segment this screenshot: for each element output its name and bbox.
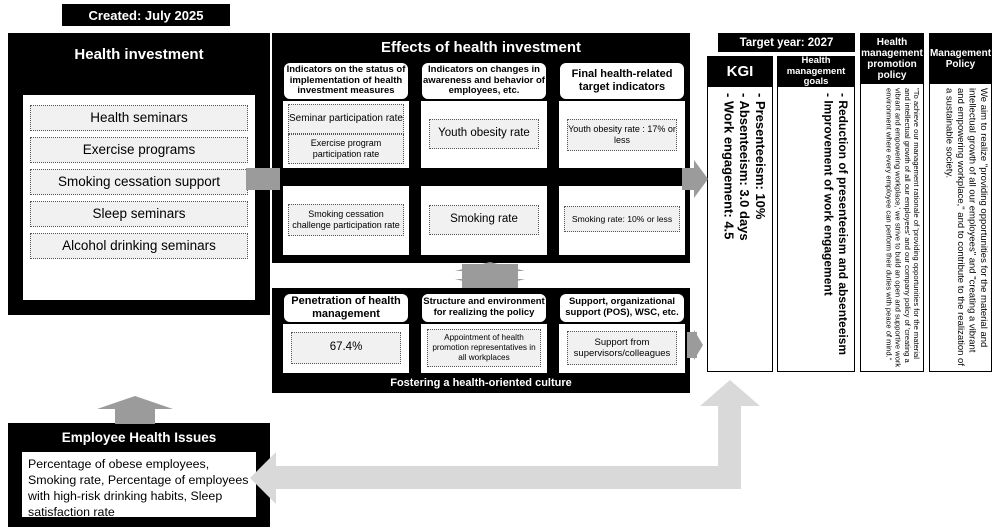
health-investment-item-2[interactable]: Smoking cessation support <box>30 169 248 195</box>
penetration-column-header-1: Structure and environment for realizing … <box>421 293 547 323</box>
effects-bottom-cell-1: Smoking rate <box>421 186 547 255</box>
effects-target-smoking-rate[interactable]: Smoking rate: 10% or less <box>564 206 680 232</box>
effects-column-header-0: Indicators on the status of implementati… <box>283 62 409 100</box>
employee-health-issues-title: Employee Health Issues <box>61 430 217 446</box>
effects-bottom-cell-2: Smoking rate: 10% or less <box>559 186 685 255</box>
penetration-column-header-2-label: Support, organizational support (POS), W… <box>565 296 679 318</box>
management-policy-header: Management Policy <box>930 34 991 84</box>
effects-target-youth-obesity-rate[interactable]: Youth obesity rate : 17% or less <box>567 119 677 151</box>
created-date-banner: Created: July 2025 <box>62 4 230 26</box>
effects-top-cell-0: Seminar participation rate Exercise prog… <box>283 101 409 168</box>
arrow-effects-to-kgi-head-icon <box>694 160 708 198</box>
effects-indicator-seminar-participation[interactable]: Seminar participation rate <box>288 104 404 134</box>
arrow-penetration-to-kgi-shaft-icon <box>687 332 697 358</box>
health-management-goals-column: Health management goals - Reduction of p… <box>777 55 855 372</box>
effects-column-header-2-label: Final health-related target indicators <box>571 68 673 93</box>
management-policy-body: We aim to realize "providing opportuniti… <box>930 84 991 379</box>
arrow-issues-to-investment-shaft-icon <box>115 408 155 424</box>
effects-indicator-smoking-rate[interactable]: Smoking rate <box>429 205 539 235</box>
health-investment-title: Health investment <box>74 45 204 63</box>
health-management-promotion-policy-column: Health management promotion policy "To a… <box>860 33 924 372</box>
arrow-penetration-to-kgi-head-icon <box>694 330 703 360</box>
penetration-value-health-management[interactable]: 67.4% <box>291 332 401 364</box>
effects-column-header-2: Final health-related target indicators <box>559 62 685 100</box>
health-investment-item-3[interactable]: Sleep seminars <box>30 201 248 227</box>
health-management-goals-header: Health management goals <box>778 55 854 87</box>
penetration-column-header-0: Penetration of health management <box>283 293 409 323</box>
target-year-banner: Target year: 2027 <box>718 33 855 52</box>
effects-bottom-cell-0: Smoking cessation challenge participatio… <box>283 186 409 255</box>
penetration-body-1: Appointment of health promotion represen… <box>421 324 547 373</box>
management-policy-column: Management Policy We aim to realize "pro… <box>929 33 992 372</box>
kgi-body: - Presenteeism: 10% - Absenteeism: 3.0 d… <box>708 87 772 383</box>
effects-indicator-exercise-participation[interactable]: Exercise program participation rate <box>288 134 404 164</box>
health-management-promotion-policy-header: Health management promotion policy <box>861 34 923 84</box>
health-investment-item-0[interactable]: Health seminars <box>30 105 248 131</box>
effects-title: Effects of health investment <box>380 38 582 56</box>
health-management-promotion-policy-body: "To achieve our management rationale of … <box>861 84 923 379</box>
arrow-up-head-icon <box>455 262 525 271</box>
feedback-arrow-up-head-icon <box>700 380 760 406</box>
effects-top-cell-1: Youth obesity rate <box>421 101 547 168</box>
penetration-body-0: 67.4% <box>283 324 409 373</box>
penetration-column-header-0-label: Penetration of health management <box>291 295 401 320</box>
health-management-goals-body-text: - Reduction of presenteeism and absentee… <box>821 93 850 356</box>
health-management-goals-body: - Reduction of presenteeism and absentee… <box>778 87 854 383</box>
health-investment-item-4[interactable]: Alcohol drinking seminars <box>30 233 248 259</box>
arrow-issues-to-investment-head-icon <box>97 396 173 409</box>
health-management-promotion-policy-text: "To achieve our management rationale of … <box>884 88 921 370</box>
effects-indicator-youth-obesity-rate[interactable]: Youth obesity rate <box>429 119 539 149</box>
effects-column-header-0-label: Indicators on the status of implementati… <box>286 63 406 97</box>
effects-column-header-1: Indicators on changes in awareness and b… <box>421 62 547 100</box>
fostering-culture-label: Fostering a health-oriented culture <box>390 377 572 389</box>
effects-indicator-smoking-cessation-challenge[interactable]: Smoking cessation challenge participatio… <box>288 204 404 236</box>
health-investment-item-1[interactable]: Exercise programs <box>30 137 248 163</box>
penetration-column-header-1-label: Structure and environment for realizing … <box>423 296 545 318</box>
penetration-column-header-2: Support, organizational support (POS), W… <box>559 293 685 323</box>
employee-health-issues-body: Percentage of obese employees, Smoking r… <box>22 452 256 519</box>
arrow-investment-to-effects-icon <box>246 168 280 190</box>
penetration-value-structure[interactable]: Appointment of health promotion represen… <box>427 329 541 367</box>
penetration-value-support[interactable]: Support from supervisors/colleagues <box>567 331 677 365</box>
management-policy-text: We aim to realize "providing opportuniti… <box>943 88 989 369</box>
arrow-down-head-icon <box>455 279 525 288</box>
feedback-arrow-left-head-icon <box>250 452 276 504</box>
feedback-arrow-horizontal-icon <box>275 466 741 489</box>
penetration-body-2: Support from supervisors/colleagues <box>559 324 685 373</box>
effects-column-header-1-label: Indicators on changes in awareness and b… <box>423 63 545 97</box>
kgi-body-text: - Presenteeism: 10% - Absenteeism: 3.0 d… <box>721 93 768 241</box>
kgi-header: KGI <box>708 57 772 87</box>
effects-top-cell-2: Youth obesity rate : 17% or less <box>559 101 685 168</box>
kgi-column: KGI - Presenteeism: 10% - Absenteeism: 3… <box>707 56 773 372</box>
